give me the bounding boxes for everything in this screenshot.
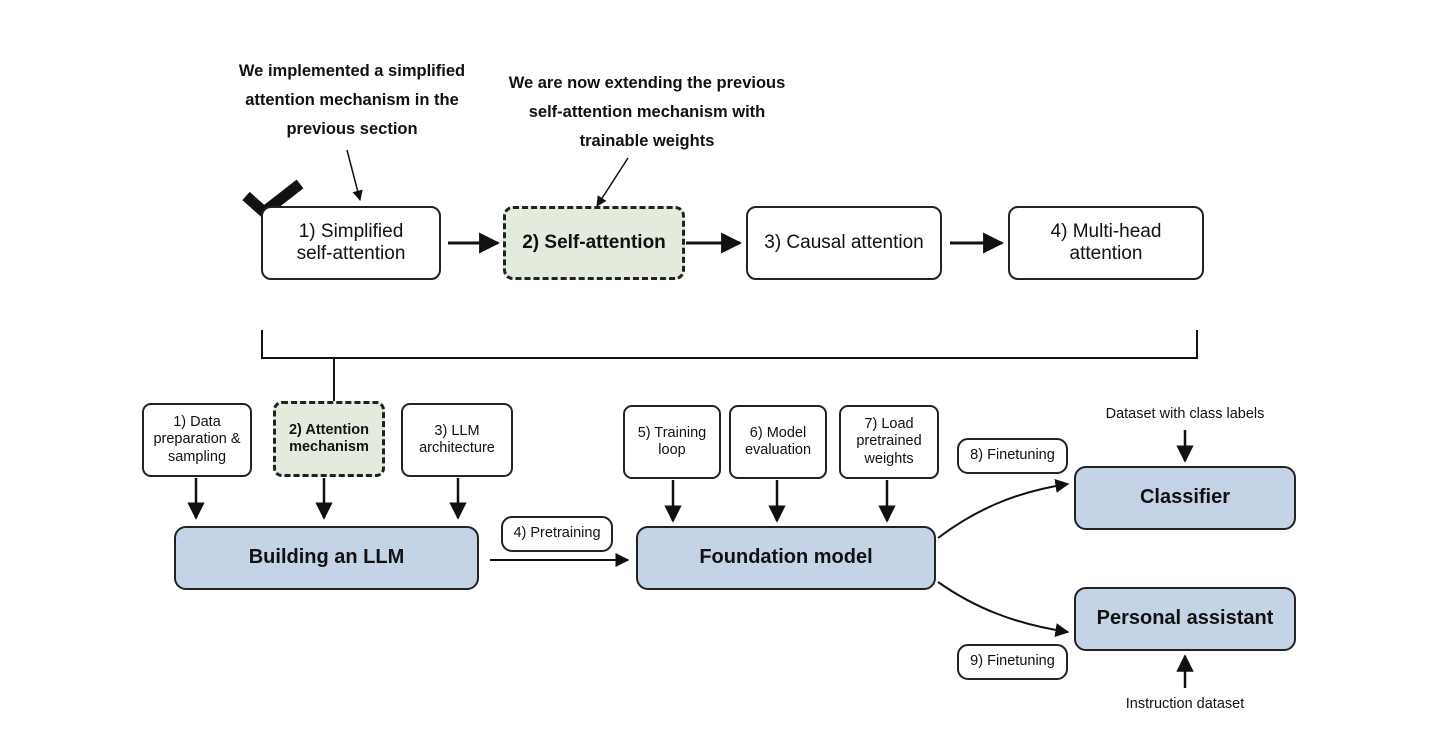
stage-personal-assistant: Personal assistant [1074,587,1296,651]
stage-model-evaluation: 6) Model evaluation [729,405,827,479]
stage-classifier: Classifier [1074,466,1296,530]
step-causal-attention: 3) Causal attention [746,206,942,280]
arrow-finetune-assistant [937,581,1070,638]
step-self-attention: 2) Self-attention [503,206,685,280]
annotation-current: We are now extending the previous self-a… [508,74,786,150]
arrow-finetune-classifier [937,478,1070,539]
annotation-pointer-previous [346,149,363,202]
stage-training-loop: 5) Training loop [623,405,721,479]
bracket [261,330,1198,359]
stage-building-an-llm: Building an LLM [174,526,479,590]
annotation-previous: We implemented a simplified attention me… [238,62,466,138]
label-class-dataset: Dataset with class labels [1105,406,1265,422]
annotation-pointer-current [596,157,629,207]
label-finetuning-assistant: 9) Finetuning [957,644,1068,680]
stage-data-preparation: 1) Data preparation & sampling [142,403,252,477]
stage-llm-architecture: 3) LLM architecture [401,403,513,477]
label-instruction-dataset: Instruction dataset [1125,696,1245,712]
stage-foundation-model: Foundation model [636,526,936,590]
stage-attention-mechanism: 2) Attention mechanism [273,401,385,477]
stage-load-pretrained-weights: 7) Load pretrained weights [839,405,939,479]
step-multi-head-attention: 4) Multi-head attention [1008,206,1204,280]
step-simplified-self-attention: 1) Simplified self-attention [261,206,441,280]
label-finetuning-classifier: 8) Finetuning [957,438,1068,474]
label-pretraining: 4) Pretraining [501,516,613,552]
